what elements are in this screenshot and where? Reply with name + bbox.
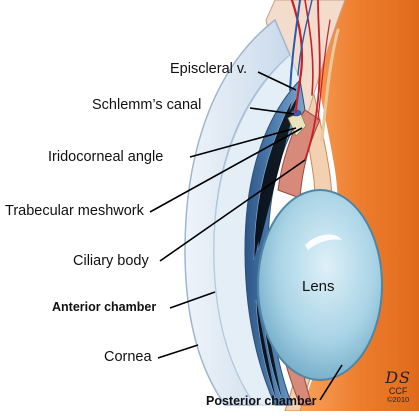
sclera-wall [300,0,419,411]
leader-episcleral-v [257,71,297,91]
label-iridocorneal-angle: Iridocorneal angle [48,149,164,165]
leader-anterior-chamber [169,291,216,309]
leader-cornea [157,344,199,359]
leader-posterior-chamber [319,364,343,401]
label-schlemms-canal: Schlemm’s canal [92,97,202,113]
signature-organization: CCF [388,385,408,396]
leader-schlemms-canal [249,107,295,115]
leader-iridocorneal-angle [189,127,297,158]
episcleral-vessels [289,0,340,161]
label-ciliary-body: Ciliary body [73,253,149,269]
leader-lines [149,71,343,401]
artist-signature: DS CCF ©2010 [385,367,411,404]
label-cornea: Cornea [104,349,152,365]
lens-highlight [305,234,342,250]
signature-monogram: DS [385,367,411,387]
label-trabecular-meshwork: Trabecular meshwork [5,203,144,219]
label-episcleral-v: Episcleral v. [170,61,248,77]
leader-ciliary-body [159,159,306,262]
leader-trabecular-meshwork [149,127,303,213]
signature-year: ©2010 [386,394,410,404]
label-posterior-chamber: Posterior chamber [206,394,317,408]
lens-shape [257,189,383,381]
label-anterior-chamber: Anterior chamber [52,300,157,314]
iris-striations [253,94,299,401]
label-lens: Lens [302,278,335,295]
